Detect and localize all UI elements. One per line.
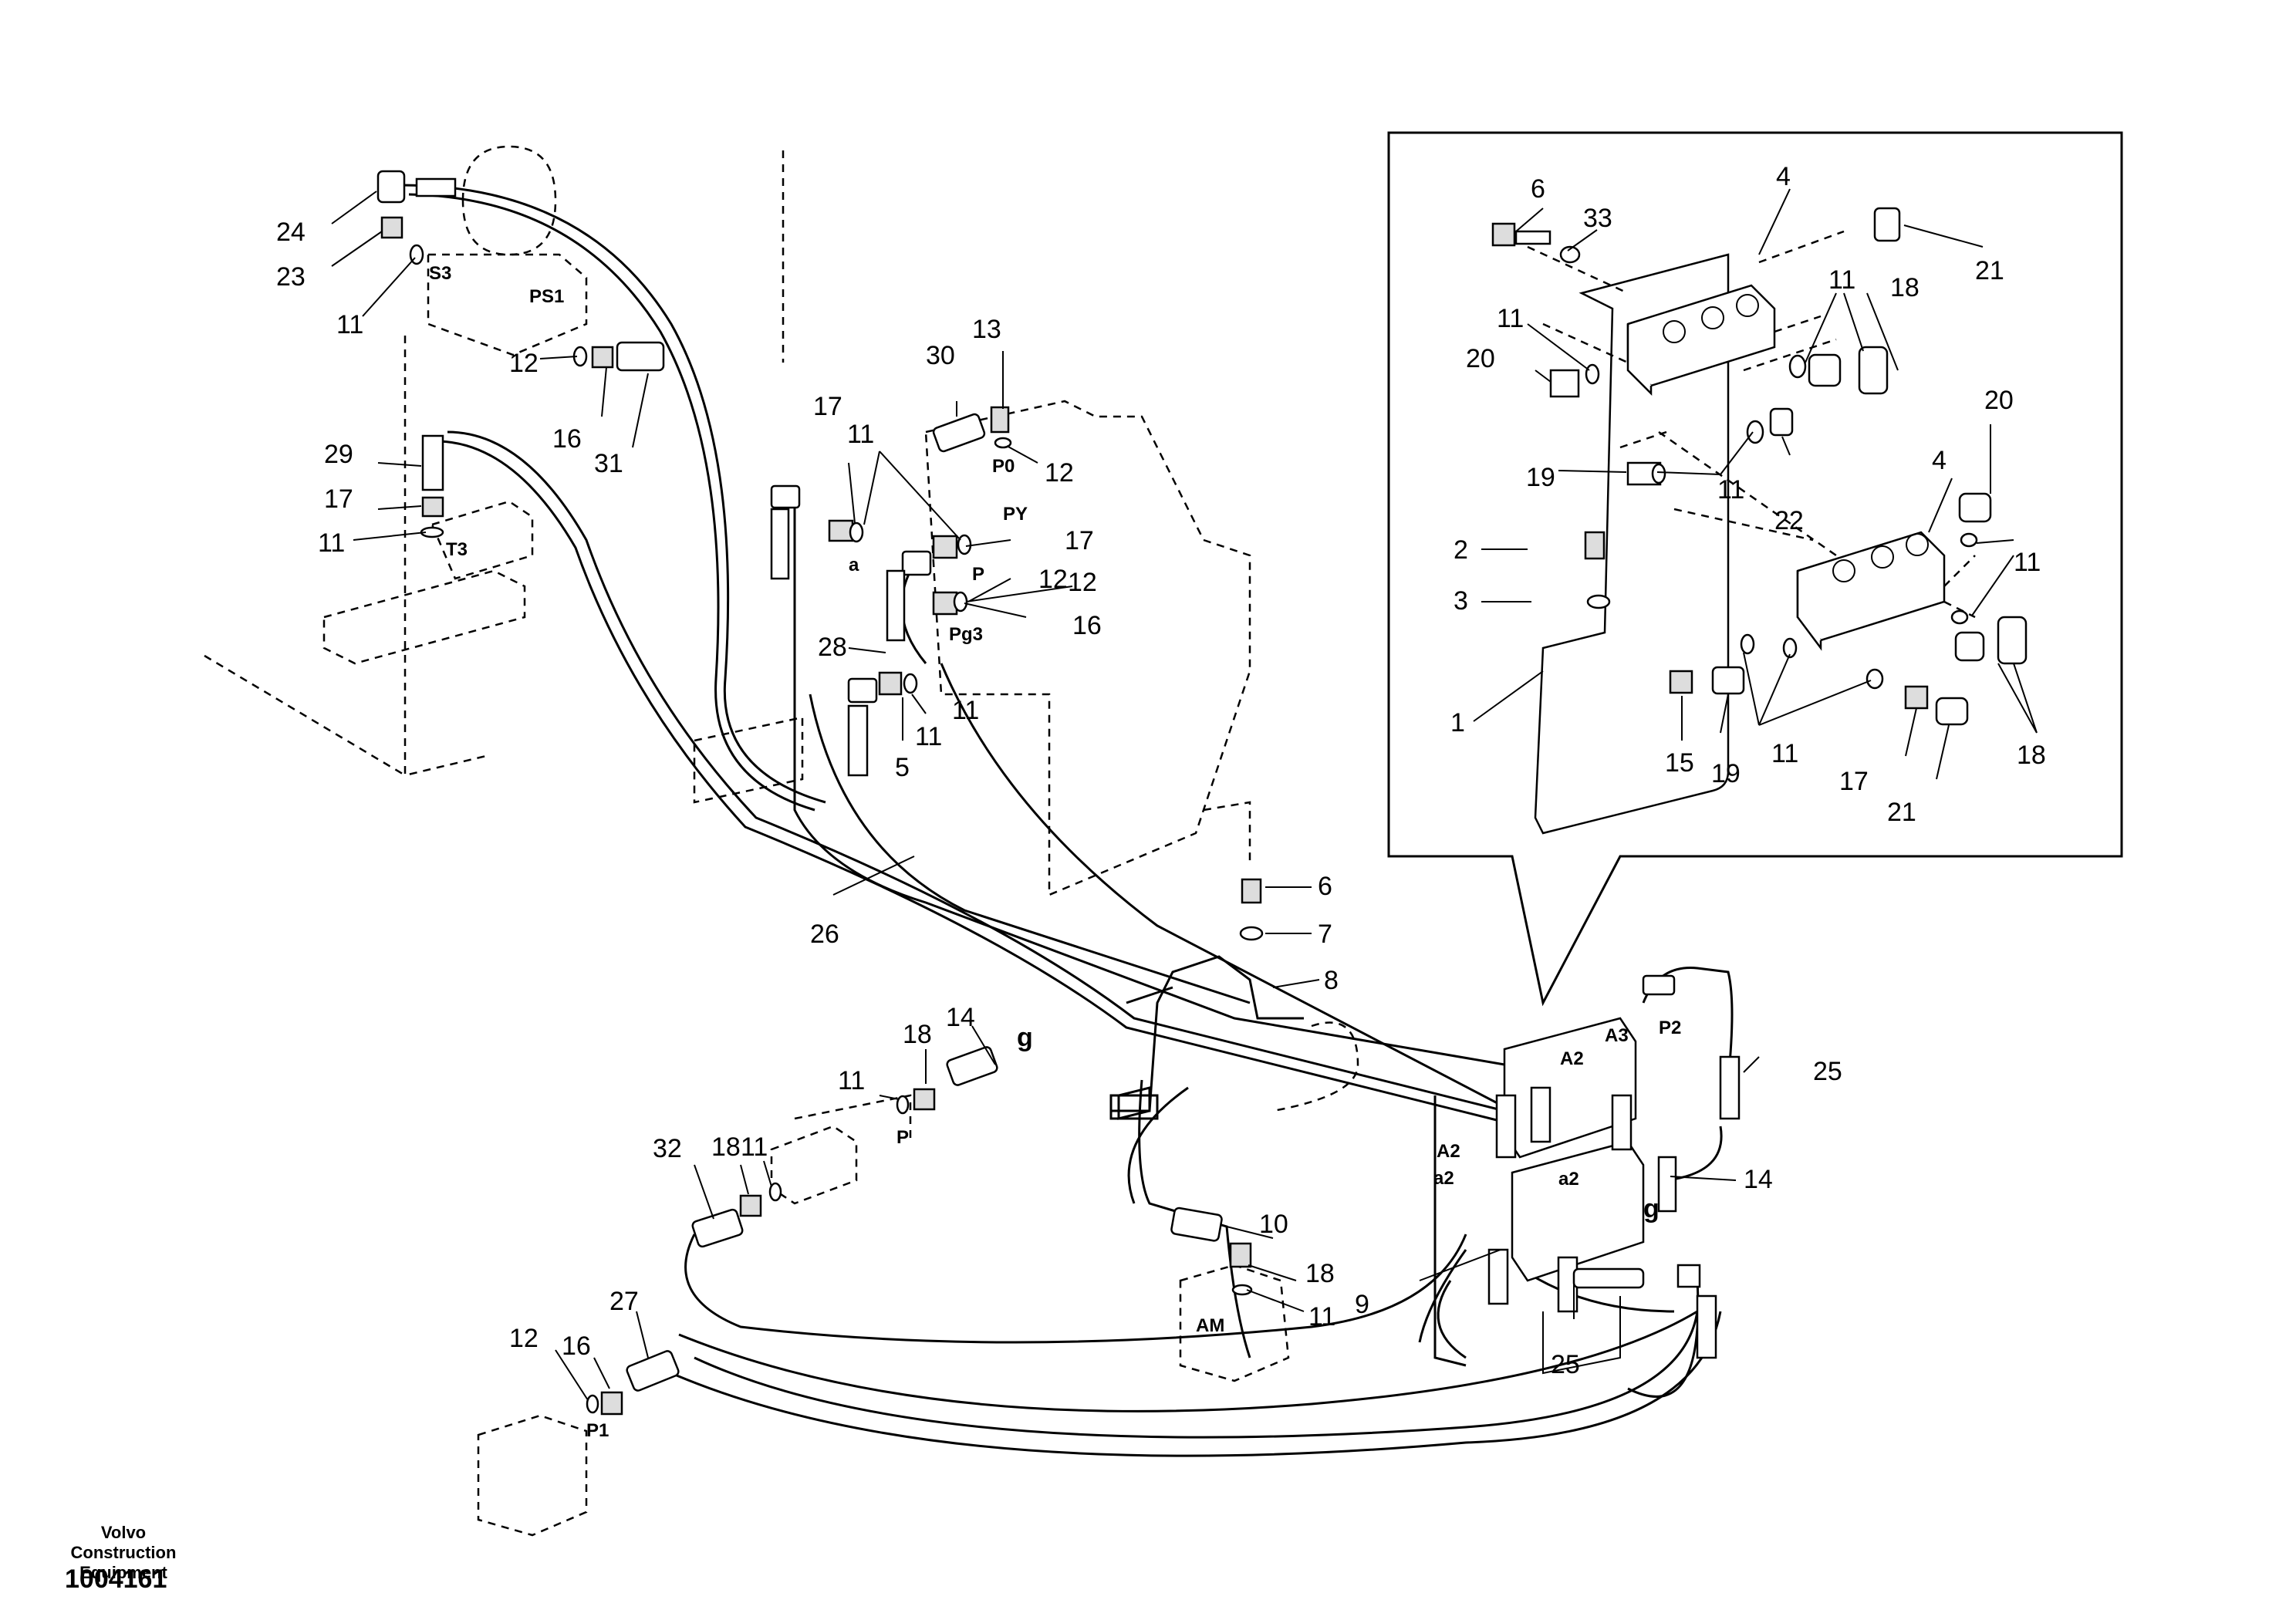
detail-part-label: 21 [1975,256,2004,285]
brand-line-2: Equipment [79,1563,167,1582]
part-label: 11 [847,420,874,449]
part-label: 17 [813,392,842,421]
part-label: 11 [336,310,363,339]
detail-part-label: 11 [2014,548,2041,577]
part-label: 23 [276,262,306,292]
detail-part-label: 11 [1771,739,1798,768]
port-label: P2 [1659,1018,1681,1038]
part-label: 12 [1045,458,1074,488]
detail-part-label: 19 [1526,463,1555,492]
port-label: PY [1003,504,1028,525]
detail-inset [1387,131,2123,1007]
part-label: 11 [318,528,345,558]
part-label: 26 [810,920,839,949]
part-label: 11 [952,696,979,725]
part-label: 29 [324,440,353,469]
port-letter: g [1643,1194,1660,1223]
port-label: A2 [1437,1141,1460,1162]
detail-part-label: 11 [1828,265,1855,295]
part-label: 14 [946,1003,975,1032]
port-label: PS1 [529,286,564,307]
detail-part-label: 4 [1776,162,1791,191]
part-label: 7 [1318,920,1332,949]
part-label: 11 [741,1132,768,1162]
part-label: 18 [1305,1259,1335,1288]
detail-part-label: 22 [1774,506,1804,535]
brand-line-1: Volvo Construction [70,1523,177,1562]
port-letter: g [1017,1023,1033,1052]
port-labels: S3 PS1 T3 a P0 PY P Pg3 P AM P1 A3 A2 P2… [429,263,1681,1441]
part-label: 14 [1744,1165,1773,1194]
part-label: 17 [324,484,353,514]
part-labels-main: 24 23 11 12 16 31 29 17 11 30 13 17 11 1… [276,218,1842,1379]
document-number: 1004161 [65,1564,167,1594]
background-outlines [204,145,1359,1537]
port-label: a2 [1558,1169,1579,1190]
detail-part-label: 3 [1454,586,1468,616]
port-label: P [896,1127,909,1148]
part-label: 30 [926,341,955,370]
detail-part-label: 4 [1932,446,1947,475]
part-label: 16 [562,1331,591,1361]
port-label: A3 [1605,1025,1629,1046]
port-label: T3 [446,539,468,560]
part-label: 10 [1259,1210,1288,1239]
port-label: A2 [1560,1048,1584,1069]
part-labels-detail: 6 33 4 21 11 18 11 20 19 11 22 2 3 20 4 … [1450,162,2046,827]
part-label: 24 [276,218,306,247]
part-label: 12 [509,349,539,378]
detail-part-label: 21 [1887,798,1916,827]
detail-part-label: 1 [1450,708,1465,737]
port-label: Pg3 [949,624,983,645]
part-label: 25 [1813,1057,1842,1086]
part-label: 27 [609,1287,639,1316]
detail-part-label: 33 [1583,204,1612,233]
part-label: 16 [552,424,582,454]
part-label: 8 [1324,966,1339,995]
part-label: 18 [711,1132,741,1162]
part-label: 12 [1038,565,1068,594]
detail-part-label: 17 [1839,767,1869,796]
detail-part-label: 2 [1454,535,1468,565]
detail-part-label: 20 [1984,386,2014,415]
part-label: 11 [1308,1302,1335,1331]
detail-part-label: 11 [1497,304,1524,333]
part-label: 13 [972,315,1001,344]
part-label: 28 [818,633,847,662]
part-label: 25 [1551,1350,1580,1379]
port-label: P0 [992,456,1015,477]
port-label: a [849,555,859,575]
detail-part-label: 6 [1531,174,1545,204]
detail-part-label: 15 [1665,748,1694,778]
part-label: 11 [838,1066,865,1095]
brand-name: Volvo Construction Equipment [46,1523,201,1583]
port-label: S3 [429,263,451,284]
hose-lines [400,184,1734,1457]
port-label: P [972,564,984,585]
part-label: 17 [1065,526,1094,555]
detail-part-label: 18 [1890,273,1920,302]
part-label: 9 [1355,1290,1369,1319]
part-label: 32 [653,1134,682,1163]
leader-lines [331,188,2038,1401]
part-label: 11 [915,722,942,751]
part-label: 12 [1068,568,1097,597]
port-label: AM [1196,1315,1224,1336]
part-label: 5 [895,753,910,782]
port-label: P1 [586,1420,609,1441]
part-label: 16 [1072,611,1102,640]
detail-part-label: 11 [1717,475,1744,505]
detail-part-label: 19 [1711,759,1741,788]
part-label: 31 [594,449,623,478]
detail-part-label: 18 [2017,741,2046,770]
port-label: a2 [1433,1168,1454,1189]
detail-part-label: 20 [1466,344,1495,373]
part-label: 12 [509,1324,539,1353]
fittings [376,170,1741,1416]
part-label: 18 [903,1020,932,1049]
part-label: 6 [1318,872,1332,901]
